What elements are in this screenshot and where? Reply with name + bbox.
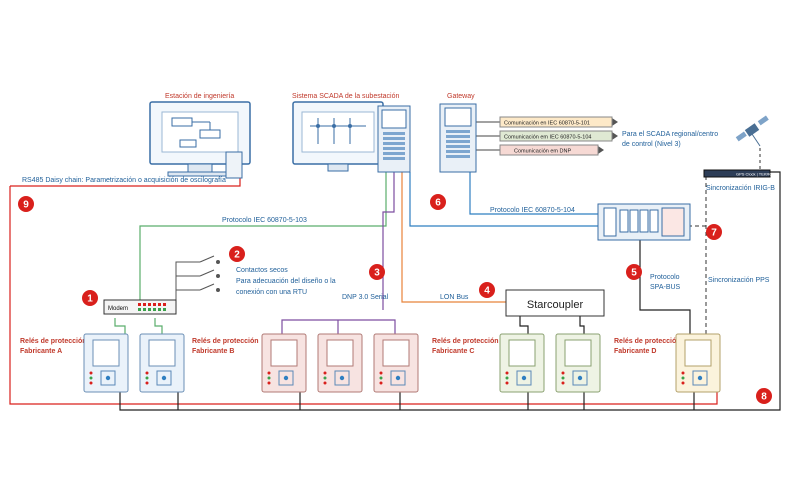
starcoupler-box [505, 289, 605, 317]
badge-6: 6 [430, 194, 446, 210]
comm-label-dnp: Comunicación em DNP [514, 149, 571, 155]
protocolo103-label: Protocolo IEC 60870-5-103 [222, 217, 307, 224]
relay-a-2 [139, 333, 185, 393]
badge-label-1: 1 [87, 294, 93, 305]
relay-b-label-2: Fabricante B [192, 348, 234, 355]
relay-d-label-1: Relés de protección [614, 338, 681, 345]
badge-8: 8 [756, 388, 772, 404]
title-estacion: Estación de ingeniería [165, 93, 234, 100]
contactos-line-1: Contactos secos [236, 267, 288, 274]
relay-d-1 [499, 333, 545, 393]
dnp-line [382, 172, 395, 310]
rs485-label: RS485 Daisy chain: Parametrización o acq… [22, 177, 226, 184]
iec104-line [409, 172, 600, 227]
relay-c-1 [261, 333, 307, 393]
modem-label: Modem [108, 306, 128, 312]
spa-line-1: Protocolo [650, 274, 680, 281]
rs485-line [10, 178, 241, 187]
badge-5: 5 [626, 264, 642, 280]
lon-label: LON Bus [440, 294, 469, 301]
relay-a-label-2: Fabricante A [20, 348, 62, 355]
badge-label-4: 4 [484, 286, 490, 297]
relay-c-label-1: Relés de protección [432, 338, 499, 345]
protocolo104-label: Protocolo IEC 60870-5-104 [490, 207, 575, 214]
badge-label-8: 8 [761, 392, 767, 403]
badge-2: 2 [229, 246, 245, 262]
pps-label: Sincronización PPS [708, 277, 770, 284]
gps-clock [703, 169, 771, 178]
comm-box-dnp [499, 144, 599, 156]
comm-label-101: Comunicación en IEC 60870-5-101 [504, 121, 590, 127]
title-gateway: Gateway [447, 93, 475, 100]
lon-line [401, 172, 506, 303]
dry-contacts-icon [175, 255, 220, 300]
starcoupler-label: Starcoupler [527, 299, 584, 311]
badge-label-2: 2 [234, 250, 240, 261]
badge-3: 3 [369, 264, 385, 280]
iec103-line [139, 172, 387, 300]
relay-c-2 [317, 333, 363, 393]
satellite-icon [735, 115, 769, 147]
badge-4: 4 [479, 282, 495, 298]
comm-label-104: Comunicación em IEC 60870-5-104 [504, 135, 591, 141]
dnp-label: DNP 3.0 Serial [342, 294, 389, 301]
regional-line-2: de control (Nivel 3) [622, 141, 681, 148]
badge-label-5: 5 [631, 268, 637, 279]
title-scada: Sistema SCADA de la subestación [292, 93, 399, 100]
badge-7: 7 [706, 224, 722, 240]
badge-9: 9 [18, 196, 34, 212]
contactos-line-3: conexión con una RTU [236, 289, 307, 296]
badge-label-9: 9 [23, 200, 29, 211]
relay-d-label-2: Fabricante D [614, 348, 656, 355]
bus-8-line [119, 171, 781, 411]
gps-clock-label: GPS Clock | TEKRON [736, 172, 776, 177]
contactos-line-2: Para adecuación del diseño o la [236, 278, 336, 285]
relay-c-label-2: Fabricante C [432, 348, 474, 355]
relay-c-3 [373, 333, 419, 393]
relay-b-label-1: Relés de protección [192, 338, 259, 345]
comm-box-101 [499, 116, 613, 128]
badge-label-7: 7 [711, 228, 717, 239]
badge-label-6: 6 [435, 198, 441, 209]
rs485-loop [9, 186, 718, 405]
regional-line-1: Para el SCADA regional/centro [622, 131, 718, 138]
relay-a-1 [83, 333, 129, 393]
badge-1: 1 [82, 290, 98, 306]
comm-box-104 [499, 130, 613, 142]
badge-label-3: 3 [374, 268, 380, 279]
irig-label: Sincronización IRIG-B [706, 185, 775, 192]
relay-e-1 [675, 333, 721, 393]
relay-d-2 [555, 333, 601, 393]
relay-a-label-1: Relés de protección [20, 338, 87, 345]
spa-line-2: SPA-BUS [650, 284, 681, 291]
